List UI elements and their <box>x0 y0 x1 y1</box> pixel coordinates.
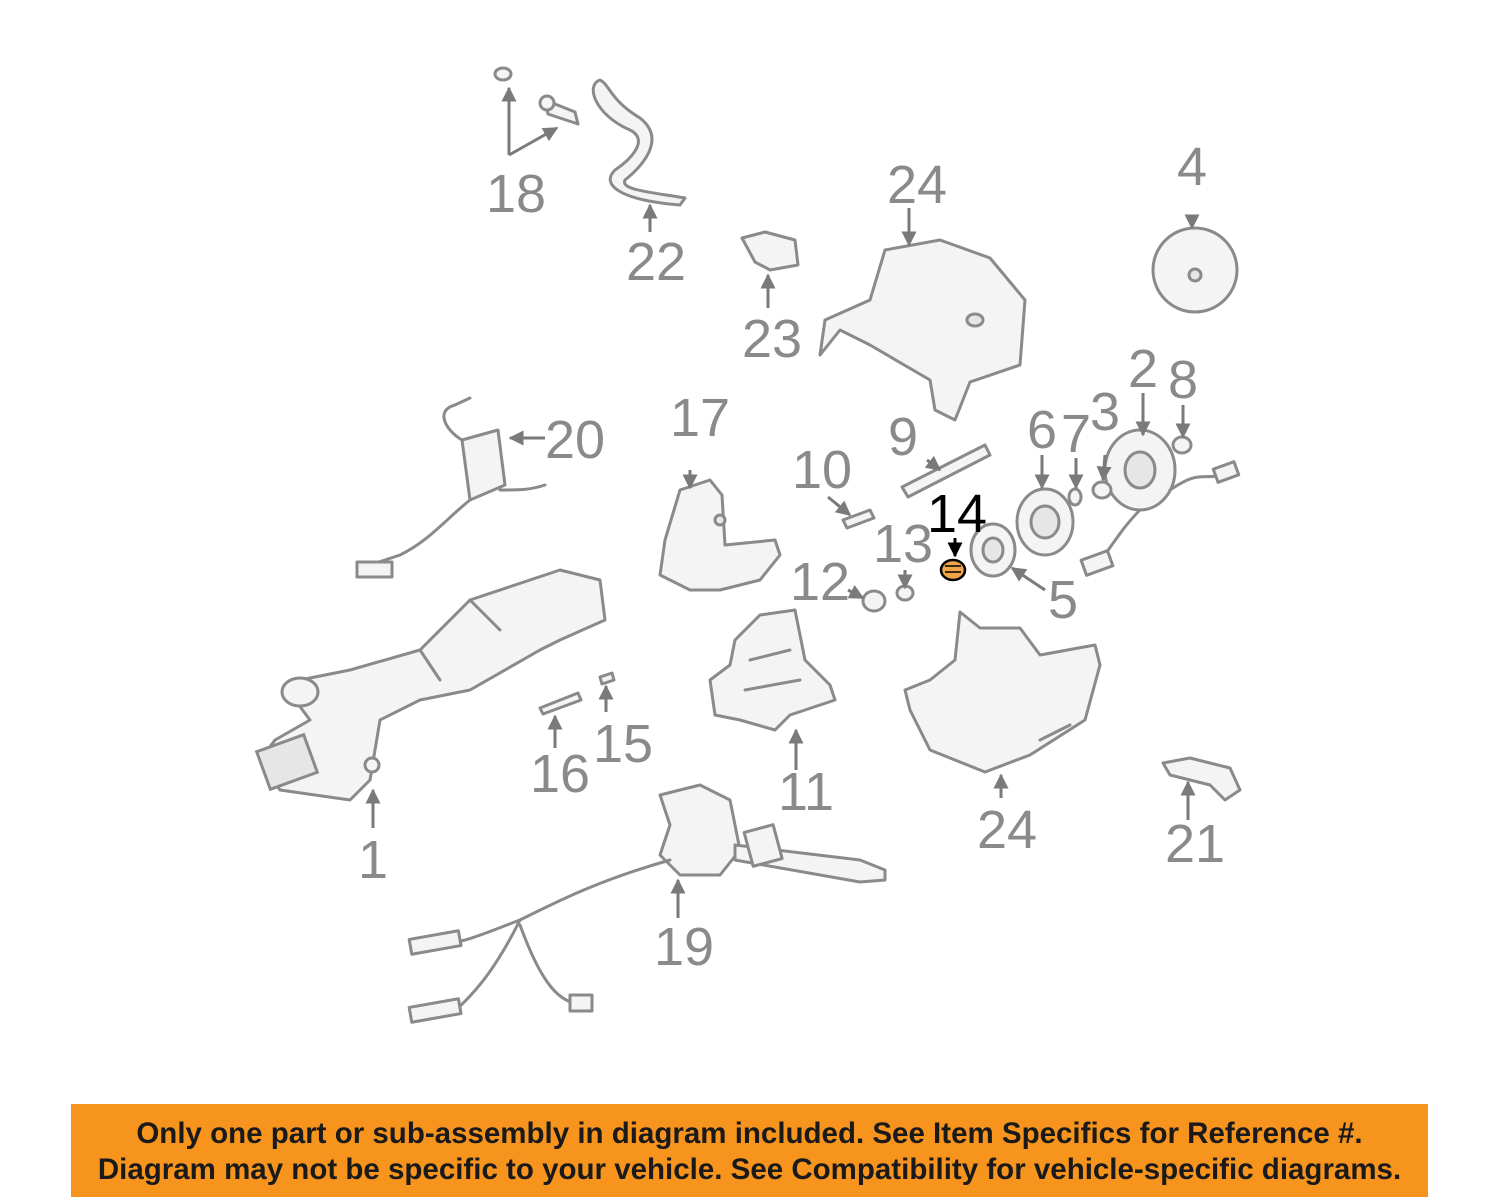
callout-21: 21 <box>1165 814 1225 874</box>
callout-5: 5 <box>1048 570 1078 630</box>
callout-23: 23 <box>742 309 802 369</box>
part-4-cap <box>1151 226 1239 314</box>
callout-8: 8 <box>1168 350 1198 410</box>
part-19-switch <box>407 783 887 1024</box>
part-24-upper-shroud <box>818 238 1027 422</box>
callout-12: 12 <box>790 552 850 612</box>
callout-16: 16 <box>530 744 590 804</box>
callout-22: 22 <box>626 232 686 292</box>
part-6-bearing <box>1015 487 1075 557</box>
callout-15: 15 <box>593 714 653 774</box>
callout-19: 19 <box>654 917 714 977</box>
part-17-lock-housing <box>658 478 782 592</box>
disclaimer-line-2: Diagram may not be specific to your vehi… <box>97 1153 1402 1186</box>
part-13-clip <box>895 584 915 602</box>
disclaimer-banner: Only one part or sub-assembly in diagram… <box>71 1104 1428 1197</box>
part-22-lever <box>591 78 687 207</box>
part-7-ring <box>1067 487 1083 507</box>
part-1-steering-column <box>254 568 607 802</box>
callout-24-lower: 24 <box>977 800 1037 860</box>
callout-17: 17 <box>670 388 730 448</box>
part-23-clip <box>740 230 800 272</box>
callout-20: 20 <box>545 410 605 470</box>
callout-9: 9 <box>888 407 918 467</box>
part-9-shaft <box>900 443 992 499</box>
part-21-bracket <box>1161 756 1242 802</box>
callout-labels: 1 2 3 4 5 6 7 8 9 10 11 12 13 14 15 16 1… <box>358 137 1225 977</box>
callout-7: 7 <box>1061 404 1091 464</box>
steering-column-parts-diagram: 1 2 3 4 5 6 7 8 9 10 11 12 13 14 15 16 1… <box>254 66 1242 1024</box>
part-12-cap <box>861 589 887 613</box>
callout-13: 13 <box>873 514 933 574</box>
part-5-hub <box>969 522 1017 578</box>
part-8-ring <box>1171 435 1193 455</box>
callout-6: 6 <box>1027 400 1057 460</box>
callout-18: 18 <box>486 164 546 224</box>
callout-3: 3 <box>1090 382 1120 442</box>
leader-lines <box>365 86 1200 918</box>
part-18-fasteners <box>493 66 580 126</box>
part-2-clockspring <box>1079 428 1241 577</box>
callout-1: 1 <box>358 830 388 890</box>
callout-10: 10 <box>792 440 852 500</box>
callout-4: 4 <box>1177 137 1207 197</box>
callout-11: 11 <box>778 762 834 822</box>
part-15-pin <box>598 671 616 686</box>
part-3-ring <box>1091 480 1113 500</box>
callout-24-upper: 24 <box>887 155 947 215</box>
part-20-module <box>355 396 547 579</box>
part-14-highlighted <box>939 558 967 582</box>
part-24-lower-shroud <box>903 610 1102 774</box>
callout-2: 2 <box>1128 339 1158 399</box>
part-10-pin <box>841 508 876 530</box>
disclaimer-line-1: Only one part or sub-assembly in diagram… <box>136 1117 1363 1150</box>
callout-14-highlighted: 14 <box>927 484 987 544</box>
part-16-pin <box>538 691 583 716</box>
part-11-housing <box>708 608 837 732</box>
